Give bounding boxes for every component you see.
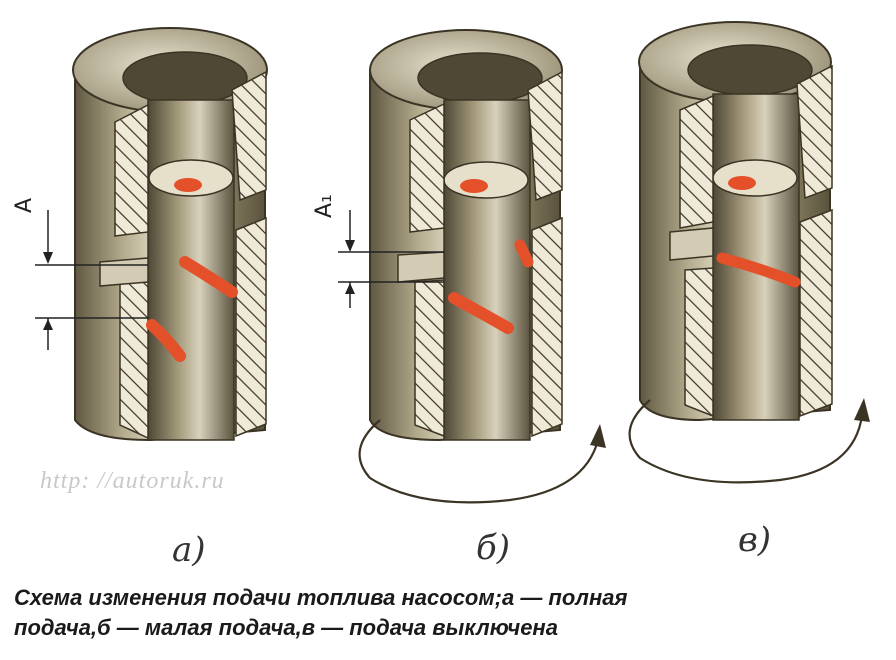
panel-b-plunger xyxy=(338,29,606,504)
panel-label-c: в) xyxy=(738,520,772,560)
panel-label-b: б) xyxy=(476,528,511,568)
dimension-label-a1: A₁ xyxy=(312,194,337,218)
panel-a-plunger xyxy=(35,27,268,442)
caption-line-1: Схема изменения подачи топлива насосом;а… xyxy=(14,585,628,610)
rotation-arrow-b xyxy=(358,419,600,504)
dimension-a xyxy=(35,210,148,350)
watermark: http: //autoruk.ru xyxy=(40,468,225,494)
figure-caption: Схема изменения подачи топлива насосом;а… xyxy=(14,583,884,643)
panel-c-plunger xyxy=(628,21,870,484)
dimension-label-a: A xyxy=(12,197,37,213)
rotation-arrow-c xyxy=(628,399,864,484)
caption-line-2: подача,б — малая подача,в — подача выклю… xyxy=(14,615,558,640)
panel-label-a: а) xyxy=(172,530,206,570)
dimension-a1 xyxy=(338,210,444,308)
